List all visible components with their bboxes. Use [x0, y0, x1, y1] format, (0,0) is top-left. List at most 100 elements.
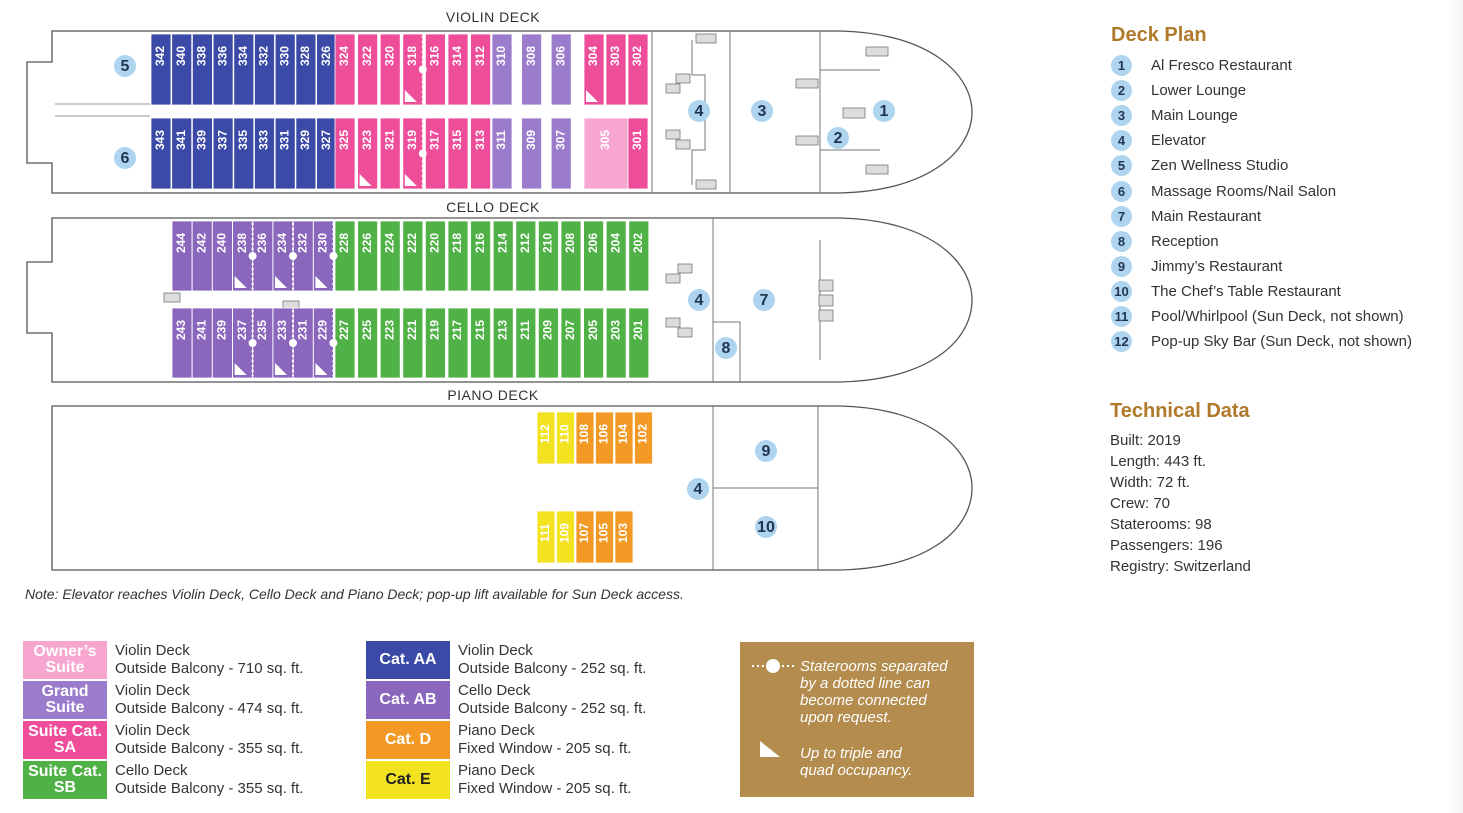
stateroom-231[interactable]: 231 [292, 307, 314, 379]
stateroom-210[interactable]: 210 [538, 220, 559, 292]
stateroom-312[interactable]: 312 [470, 33, 492, 106]
stateroom-315[interactable]: 315 [447, 117, 469, 190]
stateroom-222[interactable]: 222 [402, 220, 424, 292]
stateroom-317[interactable]: 317 [424, 117, 446, 190]
stateroom-209[interactable]: 209 [538, 307, 559, 379]
stateroom-337[interactable]: 337 [212, 117, 234, 190]
stateroom-235[interactable]: 235 [252, 307, 274, 379]
stateroom-220[interactable]: 220 [424, 220, 446, 292]
stateroom-303[interactable]: 303 [605, 33, 627, 106]
stateroom-229[interactable]: 229 [312, 307, 334, 379]
stateroom-236[interactable]: 236 [252, 220, 274, 292]
stateroom-111[interactable]: 111 [536, 510, 556, 564]
marker-number: 9 [762, 443, 771, 460]
stateroom-306[interactable]: 306 [550, 33, 572, 106]
stateroom-number: 220 [428, 233, 442, 253]
stateroom-244[interactable]: 244 [171, 220, 193, 292]
stateroom-107[interactable]: 107 [575, 510, 595, 564]
stateroom-203[interactable]: 203 [605, 307, 627, 379]
stateroom-336[interactable]: 336 [212, 33, 234, 106]
stateroom-212[interactable]: 212 [515, 220, 537, 292]
stateroom-324[interactable]: 324 [334, 33, 356, 106]
stateroom-112[interactable]: 112 [536, 411, 556, 465]
stateroom-320[interactable]: 320 [379, 33, 401, 106]
stateroom-322[interactable]: 322 [357, 33, 379, 106]
stateroom-308[interactable]: 308 [521, 33, 542, 106]
stateroom-110[interactable]: 110 [556, 411, 575, 465]
stateroom-325[interactable]: 325 [334, 117, 356, 190]
stateroom-305[interactable]: 305 [583, 117, 629, 190]
stateroom-334[interactable]: 334 [233, 33, 255, 106]
stateroom-310[interactable]: 310 [491, 33, 513, 106]
stateroom-208[interactable]: 208 [560, 220, 582, 292]
stateroom-226[interactable]: 226 [357, 220, 379, 292]
stateroom-218[interactable]: 218 [447, 220, 469, 292]
stateroom-330[interactable]: 330 [274, 33, 296, 106]
stateroom-318[interactable]: 318 [402, 33, 424, 106]
stateroom-219[interactable]: 219 [424, 307, 446, 379]
stateroom-331[interactable]: 331 [274, 117, 296, 190]
stateroom-302[interactable]: 302 [627, 33, 649, 106]
stateroom-327[interactable]: 327 [316, 117, 338, 190]
stateroom-202[interactable]: 202 [628, 220, 650, 292]
stateroom-223[interactable]: 223 [379, 307, 401, 379]
stateroom-108[interactable]: 108 [575, 411, 595, 465]
stateroom-230[interactable]: 230 [312, 220, 334, 292]
stateroom-321[interactable]: 321 [379, 117, 401, 190]
stateroom-319[interactable]: 319 [402, 117, 424, 190]
stateroom-211[interactable]: 211 [515, 307, 537, 379]
stateroom-316[interactable]: 316 [424, 33, 446, 106]
stateroom-311[interactable]: 311 [491, 117, 513, 190]
stateroom-309[interactable]: 309 [521, 117, 542, 190]
stateroom-106[interactable]: 106 [595, 411, 614, 465]
stateroom-340[interactable]: 340 [171, 33, 193, 106]
stateroom-335[interactable]: 335 [233, 117, 255, 190]
stateroom-307[interactable]: 307 [550, 117, 572, 190]
stateroom-224[interactable]: 224 [379, 220, 401, 292]
stateroom-234[interactable]: 234 [272, 220, 294, 292]
stateroom-204[interactable]: 204 [605, 220, 627, 292]
stateroom-243[interactable]: 243 [171, 307, 193, 379]
stateroom-105[interactable]: 105 [595, 510, 614, 564]
stateroom-232[interactable]: 232 [292, 220, 314, 292]
stateroom-233[interactable]: 233 [272, 307, 294, 379]
stateroom-314[interactable]: 314 [447, 33, 469, 106]
stateroom-339[interactable]: 339 [191, 117, 213, 190]
stateroom-241[interactable]: 241 [191, 307, 213, 379]
stateroom-109[interactable]: 109 [556, 510, 575, 564]
stateroom-217[interactable]: 217 [447, 307, 469, 379]
stateroom-216[interactable]: 216 [470, 220, 492, 292]
stateroom-102[interactable]: 102 [634, 411, 653, 465]
stateroom-304[interactable]: 304 [583, 33, 605, 106]
stateroom-225[interactable]: 225 [357, 307, 379, 379]
stateroom-227[interactable]: 227 [334, 307, 356, 379]
stateroom-103[interactable]: 103 [614, 510, 634, 564]
stateroom-104[interactable]: 104 [614, 411, 634, 465]
stateroom-338[interactable]: 338 [191, 33, 213, 106]
stateroom-213[interactable]: 213 [492, 307, 514, 379]
stateroom-201[interactable]: 201 [628, 307, 650, 379]
stateroom-240[interactable]: 240 [211, 220, 233, 292]
stateroom-215[interactable]: 215 [470, 307, 492, 379]
stateroom-332[interactable]: 332 [254, 33, 275, 106]
stateroom-328[interactable]: 328 [295, 33, 317, 106]
stateroom-333[interactable]: 333 [254, 117, 275, 190]
stateroom-301[interactable]: 301 [627, 117, 649, 190]
stateroom-242[interactable]: 242 [191, 220, 213, 292]
stateroom-329[interactable]: 329 [295, 117, 317, 190]
stateroom-206[interactable]: 206 [583, 220, 604, 292]
stateroom-323[interactable]: 323 [357, 117, 379, 190]
stateroom-341[interactable]: 341 [171, 117, 193, 190]
stateroom-342[interactable]: 342 [150, 33, 172, 106]
stateroom-313[interactable]: 313 [470, 117, 492, 190]
stateroom-326[interactable]: 326 [316, 33, 338, 106]
stateroom-237[interactable]: 237 [232, 307, 254, 379]
stateroom-205[interactable]: 205 [583, 307, 604, 379]
stateroom-207[interactable]: 207 [560, 307, 582, 379]
stateroom-343[interactable]: 343 [150, 117, 172, 190]
stateroom-221[interactable]: 221 [402, 307, 424, 379]
stateroom-228[interactable]: 228 [334, 220, 356, 292]
stateroom-239[interactable]: 239 [211, 307, 233, 379]
stateroom-214[interactable]: 214 [492, 220, 514, 292]
